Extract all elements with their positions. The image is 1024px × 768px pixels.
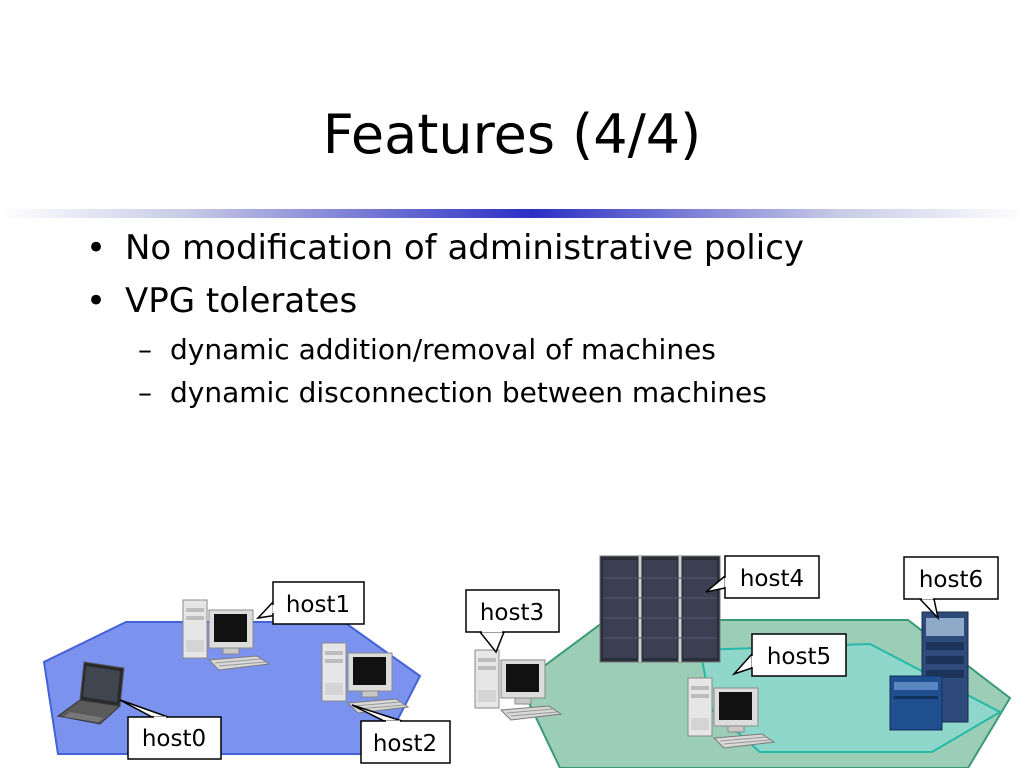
slide-title: Features (4/4) [322,103,702,166]
bullet-item: • VPG tolerates [86,281,357,321]
sub-bullet-marker: – [138,333,152,366]
callout-host2: host2 [351,704,451,764]
sub-bullet-item: –dynamic addition/removal of machines [138,333,716,367]
callout-host4: host4 [705,555,820,599]
box-server-icon [889,675,943,731]
sub-bullet-marker: – [138,376,152,409]
tall-server-icon [921,611,969,723]
host-label: host4 [740,566,804,592]
host-label: host3 [480,600,544,626]
callout-host6: host6 [903,556,999,621]
title-rule [0,209,1024,218]
sub-bullet-text: dynamic addition/removal of machines [170,333,716,366]
bullet-marker: • [86,228,107,268]
host-label: host2 [373,731,437,757]
sub-bullet-text: dynamic disconnection between machines [170,376,767,409]
host-label: host6 [919,567,983,593]
sub-bullet-item: –dynamic disconnection between machines [138,376,767,410]
host-label: host5 [767,644,831,670]
server-rack-icon [599,555,721,663]
callout-host5: host5 [731,633,847,677]
callout-host3: host3 [465,589,560,654]
callout-host1: host1 [255,581,365,625]
host-label: host0 [142,726,206,752]
bullet-text: No modification of administrative policy [125,228,805,268]
laptop-icon [56,661,125,725]
bullet-text: VPG tolerates [125,281,358,321]
callout-host0: host0 [119,699,222,760]
bullet-item: • No modification of administrative polic… [86,228,804,268]
host-label: host1 [286,592,350,618]
bullet-marker: • [86,281,107,321]
